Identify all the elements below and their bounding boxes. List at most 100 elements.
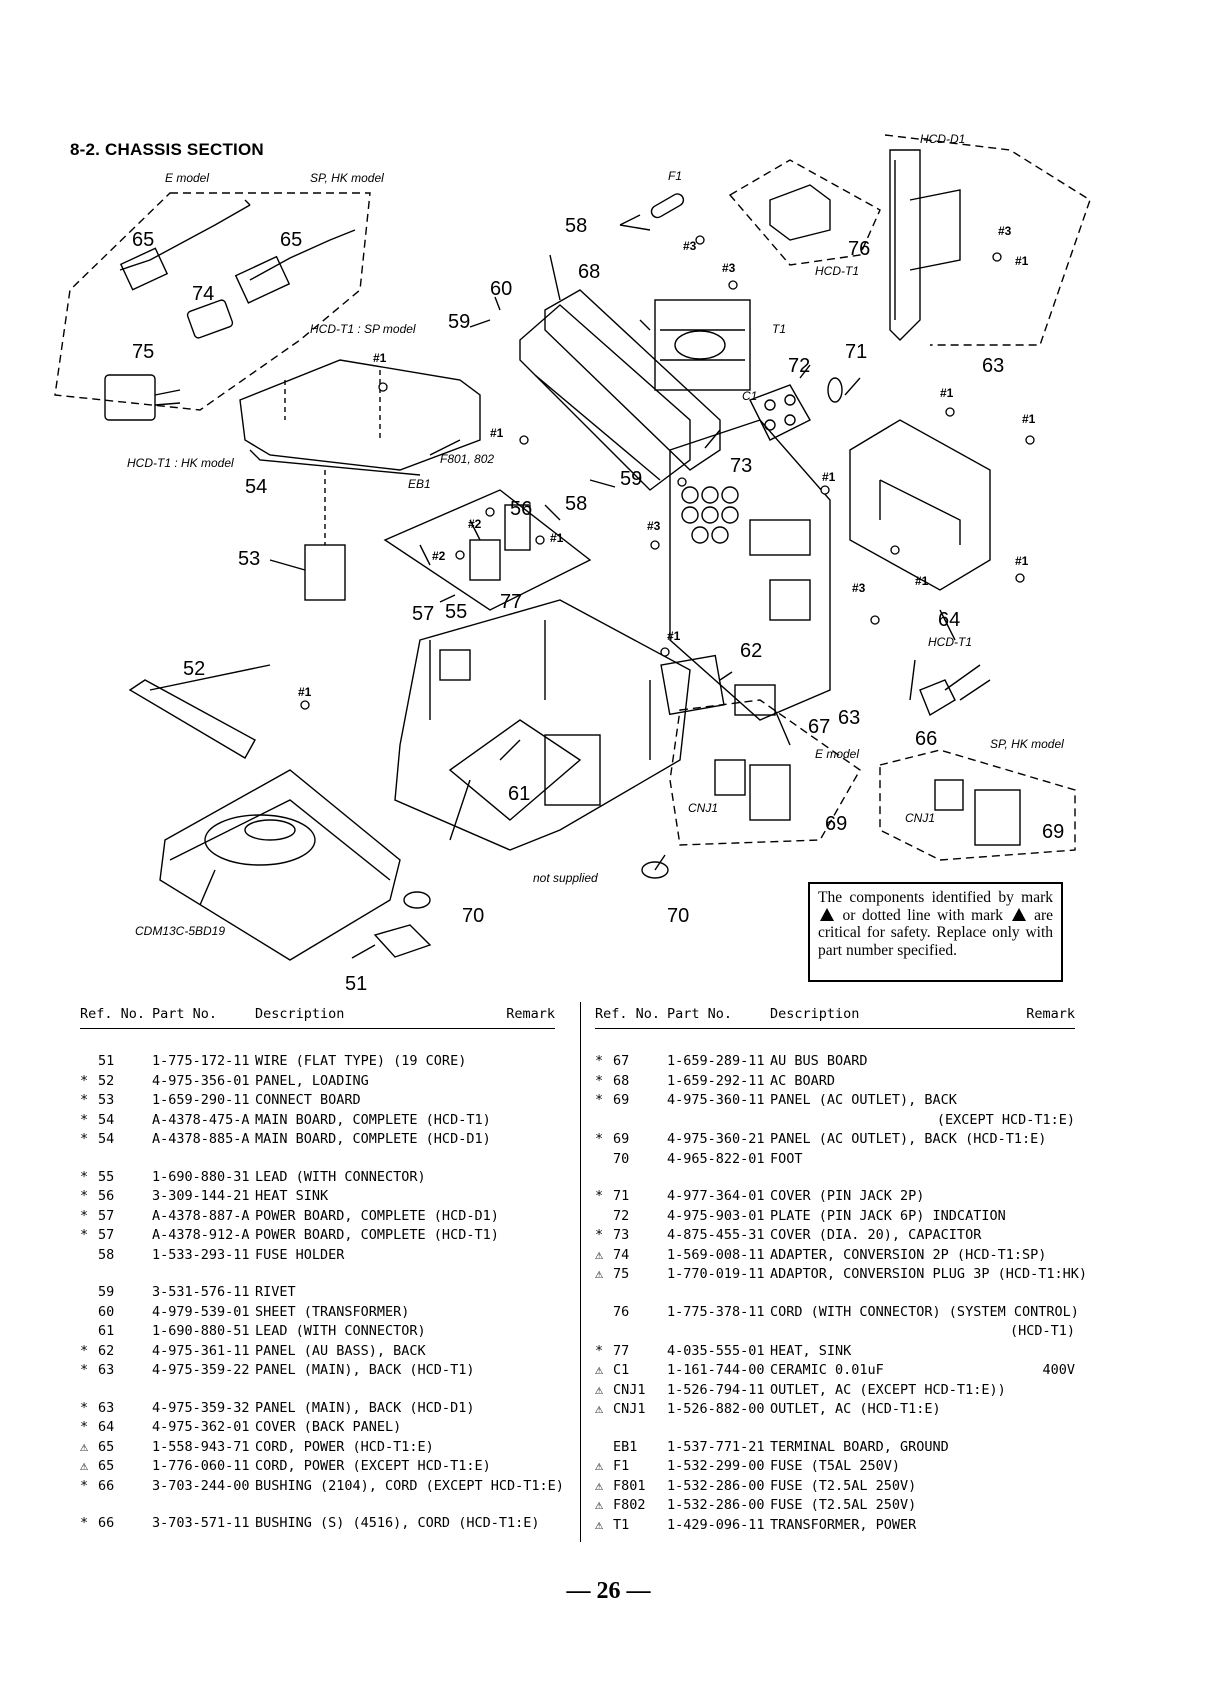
- row-part: 1-775-172-11: [152, 1053, 250, 1069]
- screw-label: #1: [1022, 412, 1036, 426]
- row-part: 4-975-356-01: [152, 1072, 250, 1089]
- row-mark: *: [80, 1477, 89, 1494]
- row-part: 1-532-299-00: [667, 1458, 765, 1474]
- row-part: 1-770-019-11: [667, 1266, 765, 1282]
- chassis-frame: [394, 599, 691, 851]
- callout-58-top: 58: [565, 215, 587, 237]
- row-ref: C1: [613, 1362, 630, 1378]
- adapter-75: [104, 374, 156, 421]
- row-ref: 57: [98, 1227, 115, 1243]
- row-ref: 55: [98, 1168, 115, 1185]
- row-desc: ADAPTER, CONVERSION 2P (HCD-T1:SP): [770, 1246, 1047, 1263]
- row-desc: CORD (WITH CONNECTOR) (SYSTEM CONTROL): [770, 1303, 1079, 1320]
- label-hcd-t1-64: HCD-T1: [928, 635, 972, 649]
- label-cnj1-sp: CNJ1: [905, 811, 935, 825]
- row-mark: ⚠: [595, 1362, 604, 1378]
- callout-67: 67: [808, 716, 830, 738]
- header-ref: Ref. No.: [80, 1006, 146, 1022]
- cord-connector-76: [769, 184, 831, 241]
- row-mark: *: [595, 1072, 604, 1089]
- callout-74: 74: [192, 283, 214, 305]
- row-mark: *: [80, 1131, 89, 1147]
- row-desc: CORD, POWER (HCD-T1:E): [255, 1438, 434, 1455]
- row-desc: HEAT SINK: [255, 1188, 329, 1204]
- screw-label: #3: [647, 519, 661, 533]
- label-c1: C1: [742, 389, 757, 403]
- callout-76: 76: [848, 238, 870, 260]
- callout-65-left: 65: [132, 229, 154, 251]
- adapter-74: [186, 299, 234, 339]
- row-ref: 54: [98, 1111, 115, 1128]
- row-ref: F801: [613, 1477, 646, 1494]
- callout-62: 62: [740, 640, 762, 662]
- row-ref: 52: [98, 1072, 115, 1089]
- row-part: 4-965-822-01: [667, 1150, 765, 1167]
- callout-70-left: 70: [462, 905, 484, 927]
- screw-label: #3: [998, 224, 1012, 238]
- callout-65-right: 65: [280, 229, 302, 251]
- parts-list-header: Ref. No. Part No. Description Remark: [595, 1002, 1075, 1029]
- row-desc: LEAD (WITH CONNECTOR): [255, 1168, 426, 1185]
- row-desc: CORD, POWER (EXCEPT HCD-T1:E): [255, 1458, 491, 1474]
- row-ref: 69: [613, 1131, 630, 1147]
- row-desc: COVER (BACK PANEL): [255, 1419, 402, 1435]
- callout-59-mid: 59: [620, 468, 642, 490]
- row-desc: CERAMIC 0.01uF: [770, 1362, 884, 1378]
- row-ref: 72: [613, 1207, 630, 1224]
- row-part: 1-776-060-11: [152, 1458, 250, 1474]
- row-mark: *: [595, 1131, 604, 1147]
- row-desc: RIVET: [255, 1284, 296, 1300]
- row-ref: 56: [98, 1188, 115, 1204]
- row-desc: PANEL (AC OUTLET), BACK (HCD-T1:E): [770, 1131, 1047, 1147]
- loading-panel-52: [128, 679, 256, 759]
- cover-71: [827, 377, 843, 403]
- label-not-supplied: not supplied: [533, 871, 598, 885]
- row-part: 1-532-286-00: [667, 1497, 765, 1513]
- row-ref: 67: [613, 1053, 630, 1069]
- row-desc: BUSHING (S) (4516), CORD (HCD-T1:E): [255, 1515, 540, 1531]
- label-sp-hk-model: SP, HK model: [310, 171, 384, 185]
- row-part: 4-975-903-01: [667, 1207, 765, 1224]
- row-part: 4-975-360-11: [667, 1092, 765, 1108]
- row-continuation: (HCD-T1): [1009, 1323, 1075, 1339]
- row-part: A-4378-912-A: [152, 1227, 250, 1243]
- row-ref: 53: [98, 1092, 115, 1108]
- row-desc: TERMINAL BOARD, GROUND: [770, 1438, 949, 1455]
- row-mark: *: [80, 1515, 89, 1531]
- callout-66: 66: [915, 728, 937, 750]
- row-ref: F1: [613, 1458, 630, 1474]
- row-part: 1-429-096-11: [667, 1516, 765, 1533]
- warning-triangle-icon: [820, 907, 834, 921]
- row-ref: 63: [98, 1362, 115, 1378]
- label-cnj1-e: CNJ1: [688, 801, 718, 815]
- row-part: 4-875-455-31: [667, 1227, 765, 1243]
- warning-triangle-icon: [1011, 907, 1026, 921]
- row-part: 1-526-882-00: [667, 1401, 765, 1417]
- row-ref: 71: [613, 1188, 630, 1204]
- label-e-model: E model: [165, 171, 209, 185]
- row-mark: *: [595, 1188, 604, 1204]
- row-ref: CNJ1: [613, 1381, 646, 1398]
- row-desc: MAIN BOARD, COMPLETE (HCD-D1): [255, 1131, 491, 1147]
- row-mark: *: [80, 1399, 89, 1416]
- callout-61: 61: [508, 783, 530, 805]
- callout-52: 52: [183, 658, 205, 680]
- row-part: 1-558-943-71: [152, 1438, 250, 1455]
- foot-70-left: [403, 891, 431, 909]
- row-desc: SHEET (TRANSFORMER): [255, 1303, 410, 1320]
- screw-label: #1: [550, 531, 564, 545]
- row-ref: 65: [98, 1458, 115, 1474]
- row-ref: CNJ1: [613, 1401, 646, 1417]
- label-hcd-d1: HCD-D1: [920, 132, 965, 146]
